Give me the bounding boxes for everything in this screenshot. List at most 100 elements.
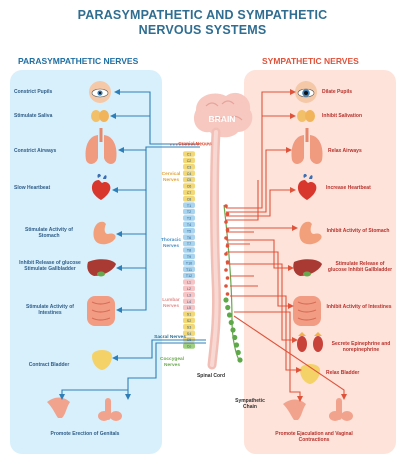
vertebra-label: C1 [187, 153, 192, 157]
vertebra-label: C4 [187, 172, 192, 176]
inhibit-stomach-label: Inhibit Activity of Stomach [326, 228, 390, 234]
chain-ganglion [229, 320, 234, 325]
increase-heartbeat-label: Increase Heartbeat [326, 185, 392, 191]
chain-ganglion [224, 236, 228, 240]
spinal-cord-label: Spinal Cord [196, 373, 226, 379]
vertebra-label: S1 [187, 313, 191, 317]
lungs-icon [86, 128, 117, 164]
stimulate-saliva-label: Stimulate Saliva [14, 113, 84, 119]
vertebra-label: S2 [187, 319, 191, 323]
eye-icon [295, 81, 317, 103]
heart-icon [92, 174, 110, 200]
chain-ganglion [230, 327, 235, 332]
dilate-pupils-label: Dilate Pupils [322, 89, 392, 95]
vertebra-label: L4 [187, 300, 191, 304]
bladder-icon [92, 350, 112, 370]
spinal-cord-icon [212, 132, 217, 365]
chain-ganglion [225, 305, 230, 310]
stomach-icon [93, 222, 115, 245]
vertebra-label: T9 [187, 255, 191, 259]
chain-ganglion [237, 357, 242, 362]
inhibit-intestines-label: Inhibit Activity of Intestines [326, 304, 392, 310]
vertebra-label: C2 [187, 159, 192, 163]
slow-heartbeat-label: Slow Heartbeat [14, 185, 84, 191]
reproductive-organs-icon [47, 398, 122, 422]
chain-ganglion [226, 244, 230, 248]
relax-airways-label: Relax Airways [328, 148, 388, 154]
chain-ganglion [226, 212, 230, 216]
vertebra-label: T5 [187, 229, 191, 233]
vertebra-label: T2 [187, 210, 191, 214]
vertebra-label: S3 [187, 325, 191, 329]
constrict-airways-label: Constrict Airways [14, 148, 84, 154]
chain-ganglion [226, 292, 230, 296]
sacral-nerves-label: Sacral Nerves [150, 335, 190, 341]
adrenal-kidney-icon [297, 332, 323, 352]
vertebra-label: C3 [187, 165, 192, 169]
cranial-nerves-label: Cranial Nerves [170, 142, 220, 148]
chain-ganglion [227, 312, 232, 317]
vertebra-label: T11 [186, 268, 192, 272]
vertebra-label: T12 [186, 274, 192, 278]
chain-ganglion [236, 350, 241, 355]
promote-erection-label: Promote Erection of Genitals [50, 431, 120, 437]
salivary-gland-icon [91, 110, 109, 122]
chain-ganglion [224, 220, 228, 224]
coccygeal-nerves-label: Coccygeal Nerves [156, 357, 188, 368]
salivary-gland-icon [297, 110, 315, 122]
vertebra-label: L2 [187, 287, 191, 291]
vertebra-label: T3 [187, 217, 191, 221]
chain-ganglion [224, 268, 228, 272]
promote-ejaculation-label: Promote Ejaculation and Vaginal Contract… [262, 431, 366, 443]
inhibit-salivation-label: Inhibit Salivation [322, 113, 394, 119]
cervical-nerves-label: Cervical Nerves [156, 172, 186, 183]
vertebra-label: T4 [187, 223, 191, 227]
chain-ganglion [224, 204, 228, 208]
stimulate-intestines-label: Stimulate Activity of Intestines [14, 304, 86, 316]
thoracic-nerves-label: Thoracic Nerves [156, 238, 186, 249]
lungs-icon [292, 128, 323, 164]
chain-ganglion [223, 297, 228, 302]
heart-icon [298, 174, 316, 200]
chain-ganglion [226, 228, 230, 232]
chain-ganglion [234, 342, 239, 347]
brain-label: BRAIN [202, 114, 242, 124]
liver-icon [293, 259, 322, 276]
vertebra-label: T8 [187, 249, 191, 253]
contract-bladder-label: Contract Bladder [14, 362, 84, 368]
chain-ganglion [232, 335, 237, 340]
vertebra-label: T7 [187, 242, 191, 246]
sympathetic-chain-label: Sympathetic Chain [230, 398, 270, 410]
eye-icon [89, 81, 111, 103]
chain-ganglion [226, 276, 230, 280]
chain-ganglion [226, 260, 230, 264]
vertebra-label: C7 [187, 191, 192, 195]
liver-icon [87, 259, 116, 276]
stomach-icon [299, 222, 321, 245]
vertebra-label: Co [187, 345, 192, 349]
sympathetic-nerve-lines [226, 92, 344, 398]
sympathetic-arrowheads [286, 89, 347, 402]
reproductive-organs-icon [283, 398, 353, 421]
secrete-epinephrine-label: Secrete Epinephrine and norepinephrine [330, 341, 392, 353]
vertebra-label: L5 [187, 306, 191, 310]
constrict-pupils-label: Constrict Pupils [14, 89, 84, 95]
vertebra-label: T1 [187, 204, 191, 208]
stimulate-glucose-label: Stimulate Release of glucose Inhibit Gal… [326, 261, 394, 273]
vertebra-label: T10 [186, 261, 192, 265]
vertebra-label: L3 [187, 293, 191, 297]
chain-ganglion [224, 284, 228, 288]
stimulate-stomach-label: Stimulate Activity of Stomach [14, 227, 84, 239]
intestines-icon [87, 296, 115, 326]
lumbar-nerves-label: Lumbar Nerves [156, 298, 186, 309]
vertebra-label: T6 [187, 236, 191, 240]
inhibit-glucose-label: Inhibit Release of glucose Stimulate Gal… [14, 260, 86, 272]
vertebra-label: C8 [187, 197, 192, 201]
chain-ganglion [224, 252, 228, 256]
vertebra-label: L1 [187, 281, 191, 285]
vertebra-label: C6 [187, 185, 192, 189]
intestines-icon [293, 296, 321, 326]
relax-bladder-label: Relax Bladder [326, 370, 386, 376]
vertebra-label: C5 [187, 178, 192, 182]
